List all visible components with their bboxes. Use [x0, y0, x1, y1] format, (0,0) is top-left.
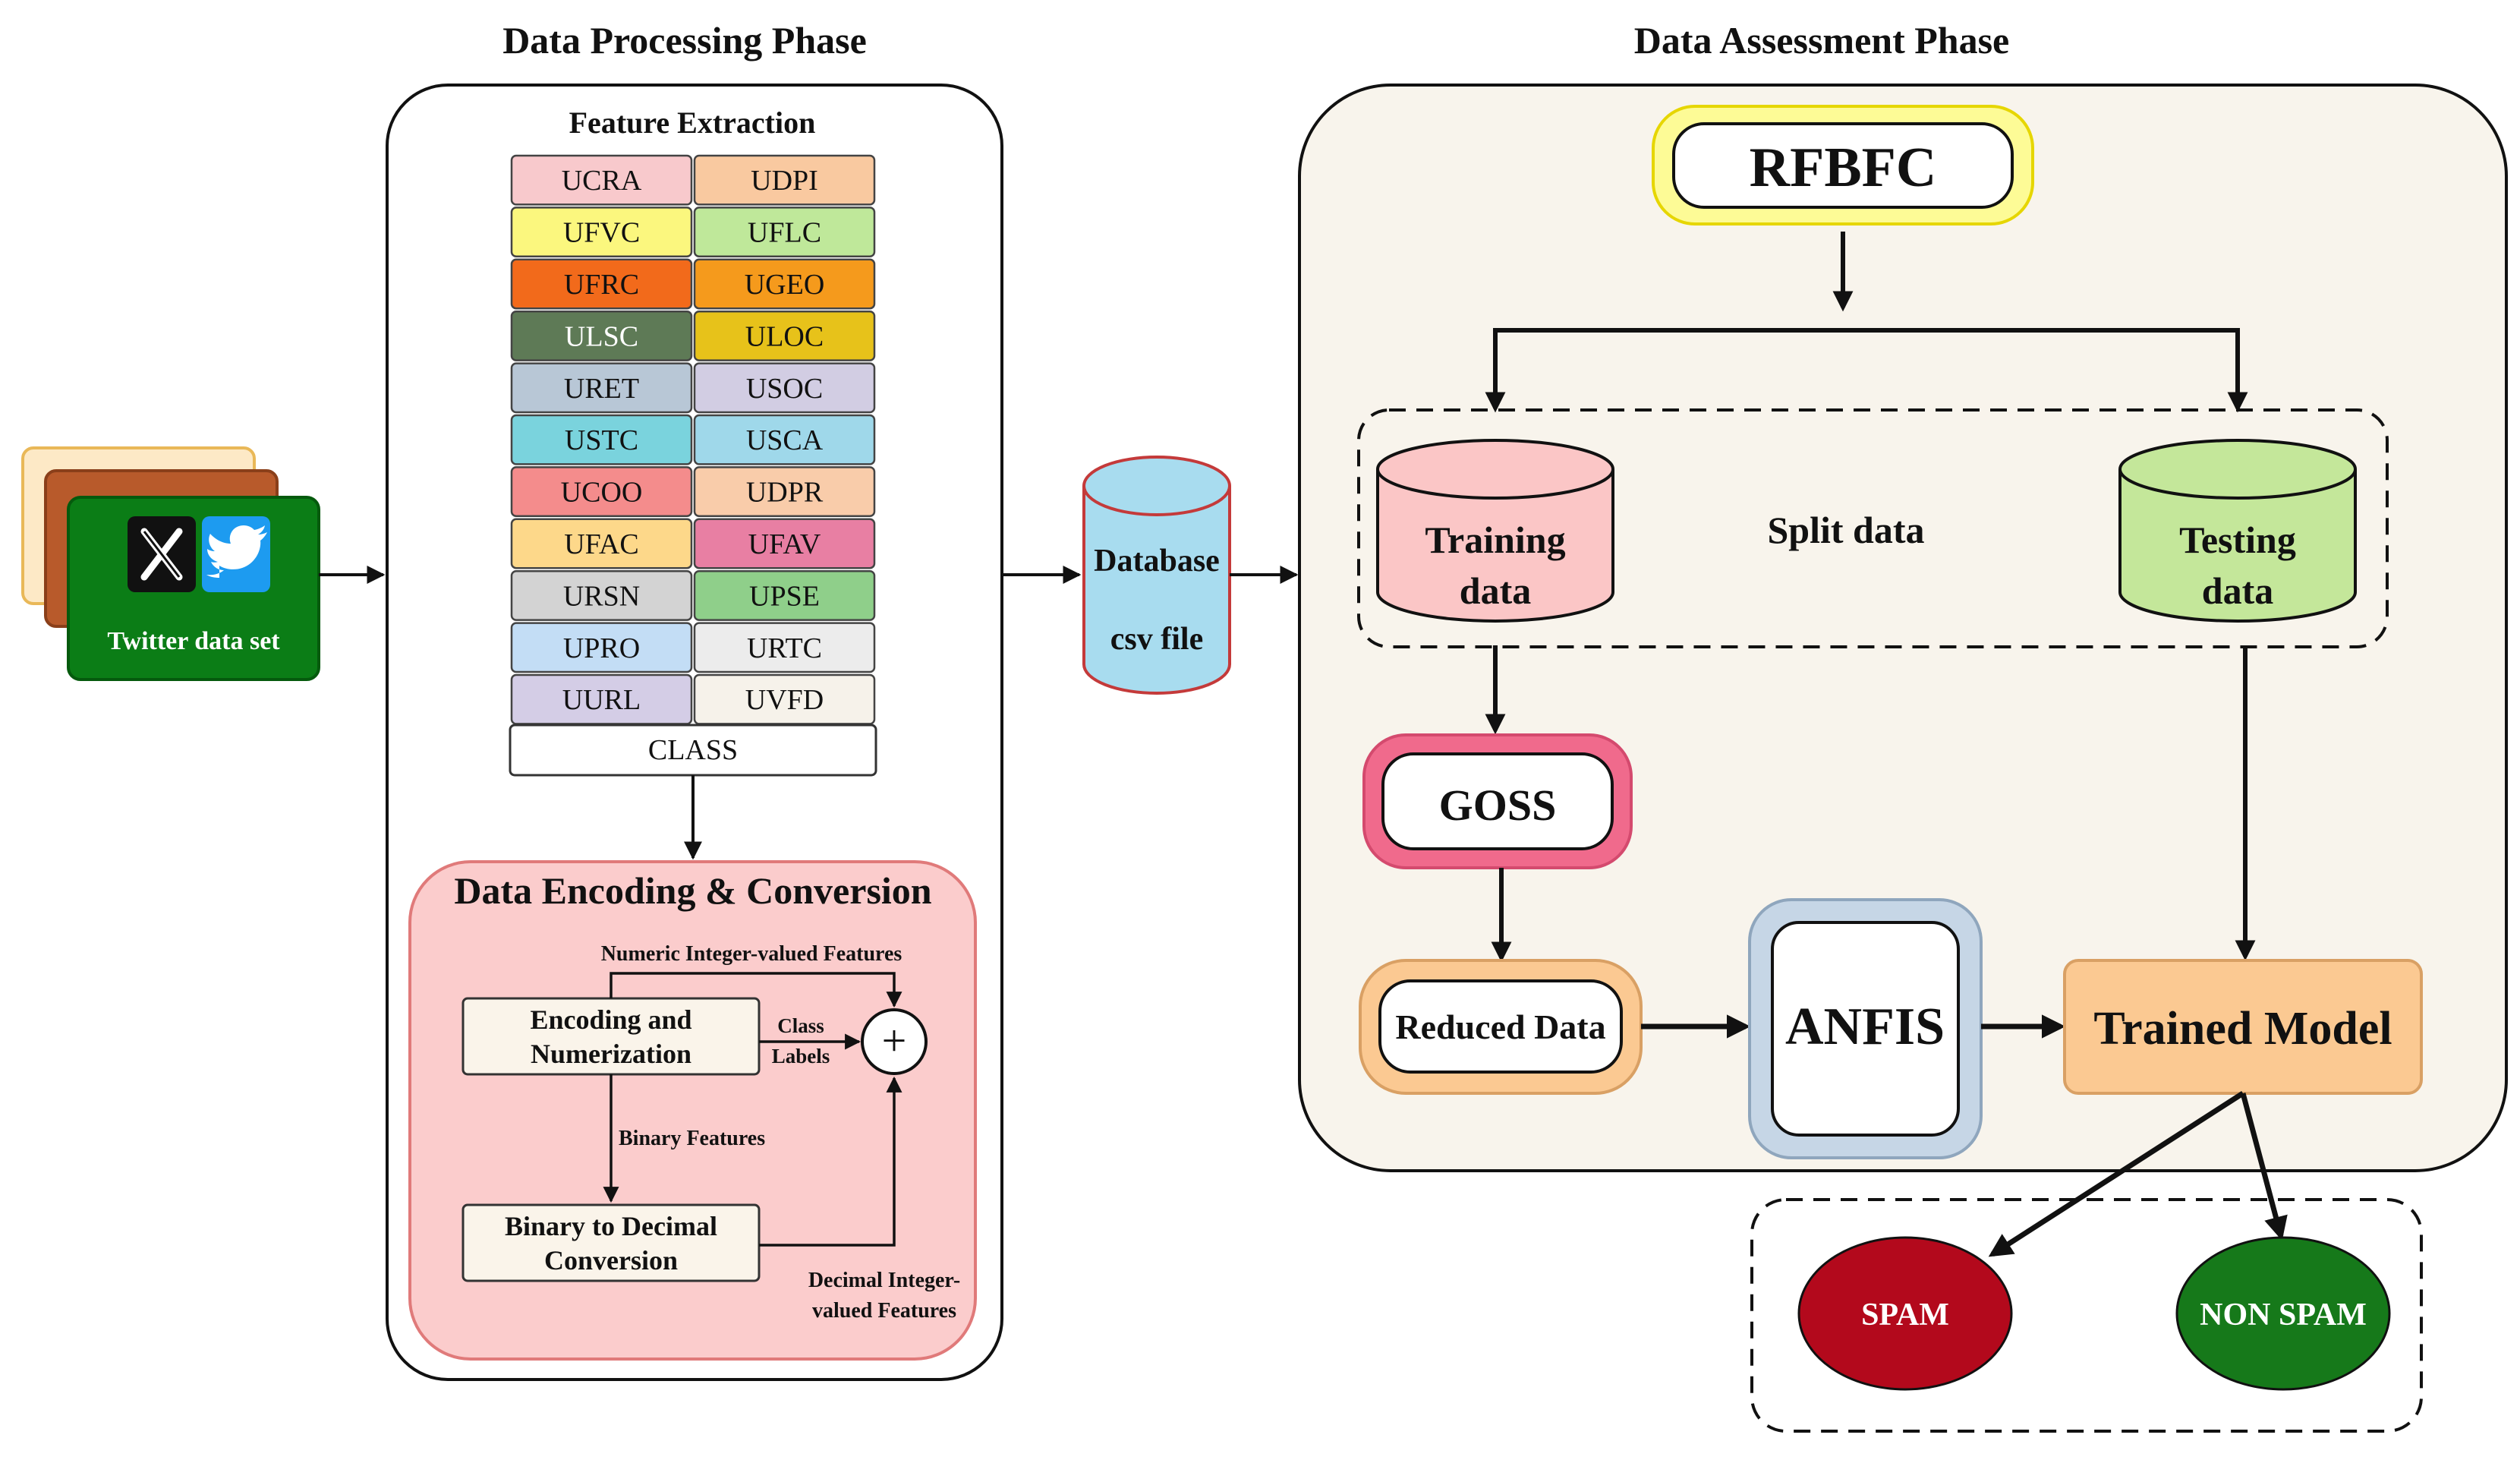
feature-cell [693, 466, 876, 518]
feature-cell-label: UFLC [748, 217, 821, 249]
feature-cell-label: UFVC [563, 217, 640, 249]
testing-line1: Testing [2179, 519, 2296, 561]
decimal-line1: Decimal Integer- [808, 1269, 960, 1292]
database-cylinder [1082, 456, 1231, 695]
twitter-dataset: Twitter data set [21, 446, 320, 681]
reduced-data-inner [1378, 979, 1623, 1074]
encoding-box-line2: Numerization [531, 1039, 691, 1069]
processing-phase-title: Data Processing Phase [502, 19, 867, 61]
feature-cell [510, 414, 693, 465]
feature-cell [510, 569, 693, 621]
feature-cell-label: USOC [746, 373, 823, 405]
feature-cell-label: URTC [747, 632, 822, 664]
arrow-numeric-features [610, 972, 902, 1008]
twitter-dataset-label: Twitter data set [107, 627, 280, 655]
feature-cell [693, 414, 876, 465]
feature-cell-label: URET [564, 373, 639, 405]
binary-box-line2: Conversion [544, 1245, 678, 1276]
feature-cell [693, 258, 876, 310]
database-line2: csv file [1110, 622, 1203, 657]
feature-cell [693, 310, 876, 361]
class-labels-line1: Class [777, 1014, 824, 1037]
sum-node [861, 1008, 928, 1075]
twitter-bird-icon [202, 516, 270, 592]
x-logo-icon [128, 516, 196, 592]
feature-cell-label: UGEO [745, 269, 825, 301]
encoding-title: Data Encoding & Conversion [454, 869, 931, 912]
non-spam-node [2175, 1236, 2391, 1391]
feature-cell-label: UCRA [562, 165, 642, 197]
feature-cell-label: UFAC [564, 528, 639, 560]
feature-cell [693, 207, 876, 258]
testing-cylinder [2118, 439, 2357, 623]
feature-grid: UCRA UDPI UFVC UFLC UFRC UGEO ULSC ULOC URET USOC… [510, 154, 876, 725]
feature-cell [693, 154, 876, 206]
split-data-box [1357, 408, 2389, 648]
feature-cell [510, 466, 693, 518]
feature-cell-label: UPSE [749, 580, 820, 612]
assessment-phase-title: Data Assessment Phase [1634, 19, 2009, 61]
sum-plus: + [882, 1016, 907, 1065]
feature-cell [693, 518, 876, 569]
training-cylinder [1376, 439, 1614, 623]
training-line1: Training [1425, 519, 1565, 561]
binary-features-label: Binary Features [619, 1127, 765, 1150]
feature-cell-label: UDPR [746, 477, 824, 509]
trained-model-label: Trained Model [2093, 1003, 2392, 1055]
feature-cell-label: USTC [565, 424, 638, 456]
testing-line2: data [2202, 569, 2273, 612]
feature-cell-label: UFAV [748, 528, 821, 560]
arrow-decimal-features [759, 1076, 902, 1247]
feature-cell [510, 154, 693, 206]
feature-extraction-title: Feature Extraction [569, 106, 816, 140]
feature-cell-label: UVFD [745, 684, 824, 716]
binary-box-line1: Binary to Decimal [505, 1211, 717, 1241]
binary-to-decimal-box [461, 1203, 761, 1282]
database-line1: Database [1094, 544, 1220, 579]
feature-cell-label: UURL [562, 684, 641, 716]
feature-cell [510, 258, 693, 310]
rfbfc-label: RFBFC [1750, 137, 1937, 199]
numeric-features-label: Numeric Integer-valued Features [601, 942, 902, 966]
feature-cell [693, 362, 876, 414]
feature-cell [510, 310, 693, 361]
feature-cell-label: URSN [563, 580, 640, 612]
non-spam-label: NON SPAM [2200, 1298, 2367, 1332]
feature-cell-label: UCOO [561, 477, 643, 509]
encoding-box-line1: Encoding and [530, 1004, 691, 1035]
arrow-model-to-nonspam [2240, 1093, 2288, 1241]
goss-label: GOSS [1439, 780, 1557, 830]
split-data-label: Split data [1767, 509, 1924, 551]
goss-inner [1381, 752, 1614, 850]
class-label: CLASS [648, 734, 738, 766]
training-line2: data [1460, 569, 1531, 612]
anfis-label: ANFIS [1785, 998, 1945, 1056]
feature-cell-label: ULOC [745, 320, 824, 352]
rfbfc-inner [1672, 122, 2014, 209]
spam-node [1797, 1236, 2013, 1391]
arrow-model-to-spam [1988, 1091, 2244, 1257]
feature-cell [510, 362, 693, 414]
feature-cell [510, 518, 693, 569]
class-labels-line2: Labels [772, 1045, 830, 1067]
feature-cell-label: USCA [746, 424, 824, 456]
feature-cell-label: UPRO [563, 632, 640, 664]
output-box [1750, 1198, 2423, 1433]
reduced-data-label: Reduced Data [1395, 1007, 1605, 1046]
feature-cell [510, 207, 693, 258]
feature-cell-label: ULSC [565, 320, 638, 352]
feature-cell [510, 622, 693, 673]
anfis-inner [1771, 921, 1960, 1137]
assessment-phase-box [1298, 84, 2508, 1172]
spam-label: SPAM [1861, 1298, 1949, 1332]
feature-cell-label: UFRC [564, 269, 639, 301]
feature-cell [693, 673, 876, 725]
decimal-line2: valued Features [812, 1299, 956, 1323]
feature-cell [510, 673, 693, 725]
feature-cell [693, 622, 876, 673]
feature-cell [693, 569, 876, 621]
feature-cell-label: UDPI [751, 165, 818, 197]
